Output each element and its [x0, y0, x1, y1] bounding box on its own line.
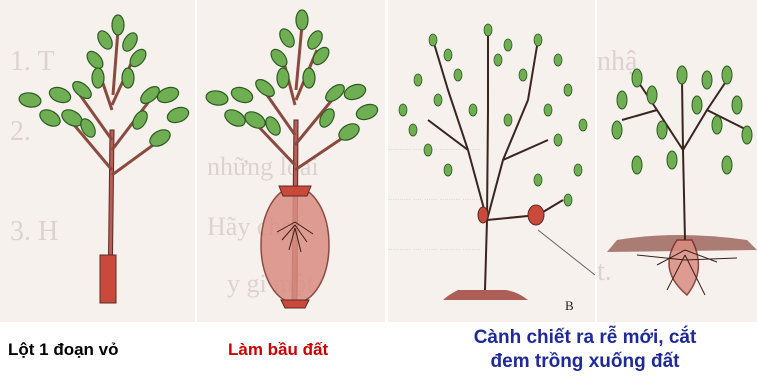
marcot-ball: [528, 205, 544, 225]
plant-illustration-1: 1. T 2. 3. H: [0, 0, 195, 322]
caption-plant-cutting: Cành chiết ra rễ mới, cắt đem trồng xuốn…: [430, 326, 740, 374]
background-text: .......... .... ...... ......... .......…: [388, 192, 480, 202]
caption-line-1: Cành chiết ra rễ mới, cắt: [430, 326, 740, 350]
panel-planted-cutting: nhậ t.: [597, 0, 757, 322]
plant-illustration-2: những loai Hãy cho y gi một: [197, 0, 385, 322]
background-text: 2.: [10, 116, 31, 147]
background-text: nhậ: [597, 46, 638, 77]
panel-tree: .......... .... ...... ......... .......…: [388, 0, 595, 322]
caption-strip-bark: Lột 1 đoạn vỏ: [8, 340, 119, 360]
background-text: t.: [597, 256, 612, 287]
background-text: 3. H: [10, 216, 58, 247]
caption-line-2: đem trồng xuống đất: [430, 350, 740, 374]
stripped-bark-section: [100, 255, 116, 303]
panel-strip-bark: 1. T 2. 3. H: [0, 0, 195, 322]
figure-label-b: B: [565, 298, 574, 314]
background-text: .......... .... ...... ......... .......…: [388, 242, 480, 252]
background-text: 1. T: [10, 46, 55, 77]
soil-ball: [261, 187, 329, 303]
plant-illustration-3: .......... .... ...... ......... .......…: [388, 0, 595, 322]
caption-soil-ball: Làm bầu đất: [228, 340, 328, 360]
panel-soil-ball: những loai Hãy cho y gi một: [197, 0, 385, 322]
plant-illustration-4: nhậ t.: [597, 0, 757, 322]
